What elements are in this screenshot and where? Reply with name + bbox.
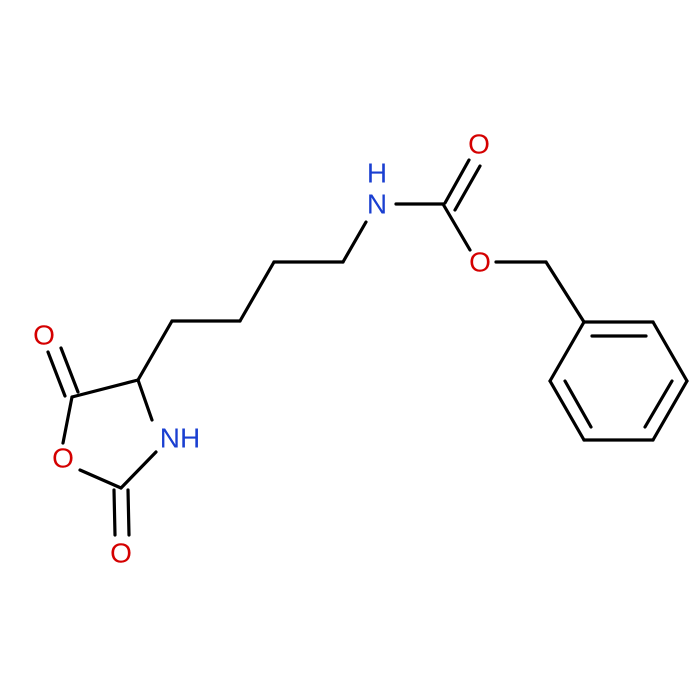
- bond-chain-4: [136, 319, 174, 382]
- bond-n-chain: [341, 220, 368, 264]
- bond-c-o-ester: [441, 202, 472, 252]
- bond-carbamate-co-2: [453, 164, 482, 212]
- bond-ph-inner-3: [563, 379, 593, 429]
- bond-chain-2: [238, 260, 276, 323]
- bond-carbamate-co-1: [443, 158, 471, 205]
- bond-ring-c4-c5: [70, 378, 140, 399]
- bond-c2-o-2: [126, 488, 131, 537]
- bond-c2-o-1: [112, 488, 117, 537]
- atom-o-ring-carbonyl-top: O: [33, 320, 55, 351]
- bond-ring-o-c5: [61, 395, 74, 445]
- atom-h-carbamate: H: [367, 158, 387, 189]
- atom-o-ring: O: [52, 443, 74, 474]
- atom-labels: O H N O O NH O O: [33, 129, 491, 569]
- bond-ring-c4-n: [136, 378, 154, 422]
- atom-o-ring-carbonyl-bottom: O: [110, 538, 132, 569]
- bond-c5-o-2: [59, 346, 80, 394]
- atom-o-carbonyl-top: O: [468, 129, 490, 160]
- bond-ph-3: [651, 379, 689, 442]
- bond-ph-inner-2: [643, 379, 674, 429]
- atom-nh-ring: NH: [160, 423, 200, 454]
- bond-ph-6: [548, 320, 586, 383]
- bond-ph-5: [548, 379, 586, 442]
- atom-o-ester: O: [469, 247, 491, 278]
- bond-ring-c2-o: [78, 468, 123, 490]
- bond-c5-o-1: [46, 350, 67, 398]
- atom-n-carbamate: N: [367, 189, 387, 220]
- bonds: [46, 158, 689, 537]
- bond-ring-n-c2: [119, 450, 158, 490]
- bond-ph-2: [651, 320, 689, 383]
- bond-ch2-phenyl: [544, 260, 586, 324]
